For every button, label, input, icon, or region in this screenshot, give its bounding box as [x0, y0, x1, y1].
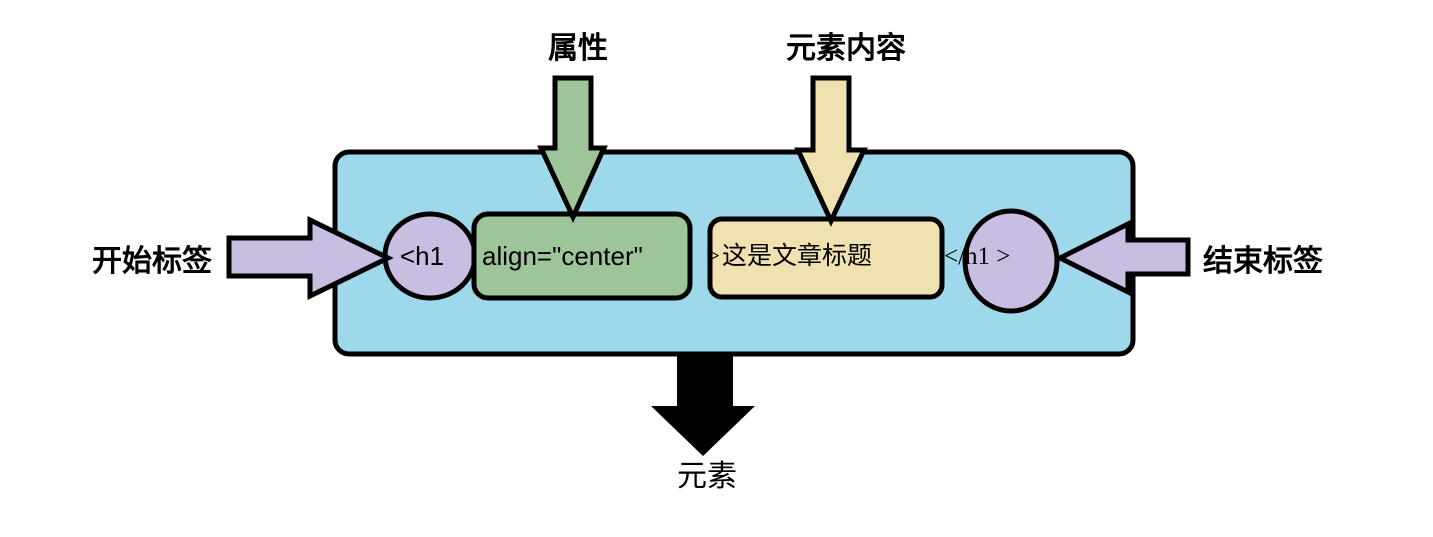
close-tag-text: </h1 >: [944, 243, 1010, 270]
attribute-label: 属性: [548, 31, 608, 66]
start-tag-label: 开始标签: [92, 244, 212, 279]
content-prefix-text: >: [706, 243, 720, 270]
end-tag-arrow: [1054, 219, 1191, 297]
content-arrow: [794, 75, 868, 227]
content-text: 这是文章标题: [722, 241, 872, 270]
start-tag-arrow: [226, 216, 394, 300]
attribute-text: align="center": [482, 241, 643, 271]
end-tag-label: 结束标签: [1203, 244, 1323, 279]
element-label: 元素: [677, 459, 737, 494]
open-tag-text: <h1: [400, 241, 444, 271]
element-output-arrow: [651, 356, 755, 456]
attribute-arrow: [537, 75, 608, 224]
content-box: [707, 216, 945, 300]
attribute-box: [471, 211, 693, 301]
element-content-label: 元素内容: [786, 31, 906, 66]
end-tag-circle: [962, 208, 1060, 314]
